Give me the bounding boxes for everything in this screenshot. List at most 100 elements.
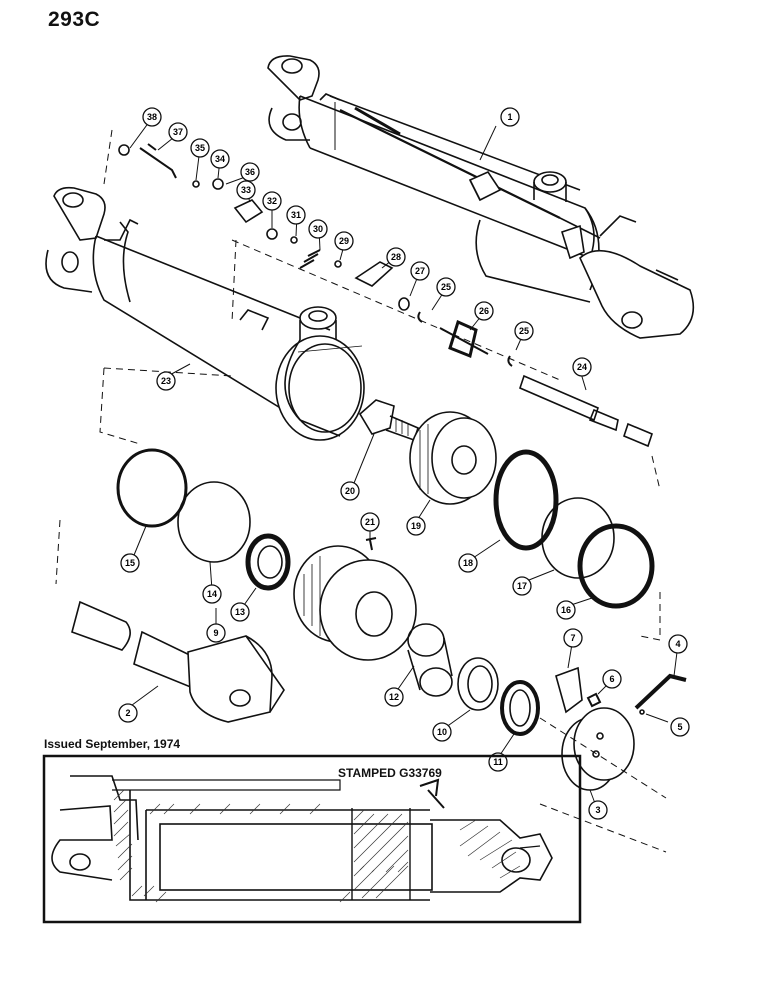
- callout-circle: [210, 149, 230, 169]
- callout-circle: [230, 602, 250, 622]
- callout-number: 12: [389, 692, 399, 702]
- callout-number: 4: [675, 639, 680, 649]
- callout-circle: [406, 516, 426, 536]
- callout-circle: [514, 321, 534, 341]
- callout-number: 37: [173, 127, 183, 137]
- callout-circle: [488, 752, 508, 772]
- callout-number: 25: [519, 326, 529, 336]
- callout-number: 35: [195, 143, 205, 153]
- ball-5: [639, 709, 645, 715]
- callout-number: 7: [570, 633, 575, 643]
- wear-ring: [493, 449, 559, 551]
- callout-25b: 25: [514, 321, 534, 341]
- callout-circle: [512, 576, 532, 596]
- callout-circle: [240, 162, 260, 182]
- callout-number: 21: [365, 517, 375, 527]
- callout-number: 10: [437, 727, 447, 737]
- lock-plate-7: [555, 666, 583, 714]
- piston-rod: [71, 600, 285, 723]
- callout-1: 1: [500, 107, 520, 127]
- callout-10: 10: [432, 722, 452, 742]
- callout-number: 25: [441, 282, 451, 292]
- callout-number: 28: [391, 252, 401, 262]
- callout-number: 38: [147, 112, 157, 122]
- callout-number: 26: [479, 306, 489, 316]
- callout-number: 18: [463, 558, 473, 568]
- piston-part: [409, 411, 497, 505]
- callout-circle: [410, 261, 430, 281]
- callout-circle: [340, 481, 360, 501]
- callout-number: 16: [561, 605, 571, 615]
- bushing-12: [407, 623, 453, 697]
- callout-3: 3: [588, 800, 608, 820]
- callout-number: 1: [507, 112, 512, 122]
- part-callouts: 1234567910111213141516171819202123242525…: [118, 107, 690, 820]
- callout-circle: [262, 191, 282, 211]
- assembled-cylinder: [267, 55, 695, 339]
- screw-6: [586, 692, 602, 708]
- callout-circle: [360, 512, 380, 532]
- seal-ring-17: [541, 497, 615, 579]
- callout-circle: [142, 107, 162, 127]
- callout-number: 3: [595, 805, 600, 815]
- callout-circle: [386, 247, 406, 267]
- seal-ring-16: [577, 523, 655, 609]
- callout-circle: [120, 553, 140, 573]
- callout-number: 11: [493, 757, 503, 767]
- callout-circle: [236, 180, 256, 200]
- callout-37: 37: [168, 122, 188, 142]
- pin-24: [519, 374, 653, 448]
- inset-hatching: [113, 789, 521, 903]
- callout-number: 33: [241, 185, 251, 195]
- callout-circle: [563, 628, 583, 648]
- callout-number: 23: [161, 376, 171, 386]
- seal-13: [245, 533, 291, 591]
- callout-11: 11: [488, 752, 508, 772]
- callout-number: 15: [125, 558, 135, 568]
- wrench-4: [634, 673, 687, 710]
- callout-12: 12: [384, 687, 404, 707]
- callout-number: 30: [313, 224, 323, 234]
- callout-number: 6: [609, 674, 614, 684]
- callout-6: 6: [602, 669, 622, 689]
- issued-date-note: Issued September, 1974: [44, 737, 181, 751]
- callout-13: 13: [230, 602, 250, 622]
- callout-33: 33: [236, 180, 256, 200]
- callout-24: 24: [572, 357, 592, 377]
- callout-15: 15: [120, 553, 140, 573]
- callout-16: 16: [556, 600, 576, 620]
- callout-circle: [602, 669, 622, 689]
- callout-20: 20: [340, 481, 360, 501]
- callout-number: 29: [339, 236, 349, 246]
- callout-circle: [458, 553, 478, 573]
- callout-number: 31: [291, 210, 301, 220]
- nut-3: [561, 707, 635, 791]
- callout-31: 31: [286, 205, 306, 225]
- o-ring-15: [116, 448, 188, 528]
- wiper-11: [500, 680, 540, 736]
- callout-14: 14: [202, 584, 222, 604]
- callout-19: 19: [406, 516, 426, 536]
- callout-2: 2: [118, 703, 138, 723]
- cylinder-head: [293, 545, 417, 661]
- backup-ring-14: [177, 481, 251, 563]
- callout-circle: [500, 107, 520, 127]
- callout-number: 32: [267, 196, 277, 206]
- callout-21: 21: [360, 512, 380, 532]
- callout-circle: [432, 722, 452, 742]
- stamp-note: STAMPED G33769: [338, 766, 442, 780]
- callout-34: 34: [210, 149, 230, 169]
- callout-circle: [286, 205, 306, 225]
- callout-26: 26: [474, 301, 494, 321]
- callout-36: 36: [240, 162, 260, 182]
- callout-circle: [190, 138, 210, 158]
- callout-circle: [384, 687, 404, 707]
- callout-5: 5: [670, 717, 690, 737]
- callout-circle: [118, 703, 138, 723]
- callout-9: 9: [206, 623, 226, 643]
- cylinder-barrel: [45, 186, 365, 441]
- callout-35: 35: [190, 138, 210, 158]
- callout-30: 30: [308, 219, 328, 239]
- callout-circle: [436, 277, 456, 297]
